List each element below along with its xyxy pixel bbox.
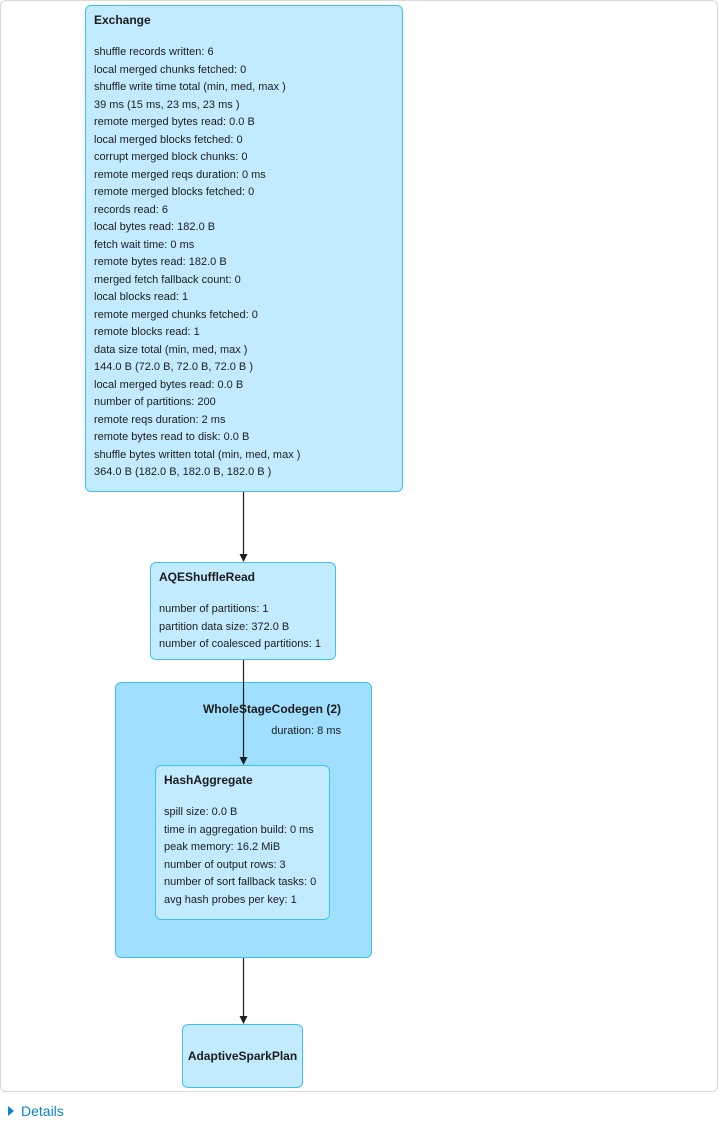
metric-line: local merged chunks fetched: 0 [94, 63, 247, 76]
metric-line: remote merged chunks fetched: 0 [94, 308, 258, 321]
metric-line: time in aggregation build: 0 ms [164, 823, 314, 836]
node-title-exchange: Exchange [94, 13, 151, 27]
metrics-list-hashaggregate: spill size: 0.0 B time in aggregation bui… [164, 804, 321, 909]
metric-line: avg hash probes per key: 1 [164, 893, 297, 906]
metric-line: records read: 6 [94, 203, 168, 216]
metric-line: number of partitions: 200 [94, 396, 216, 408]
metric-line: 364.0 B (182.0 B, 182.0 B, 182.0 B ) [94, 466, 272, 478]
details-label: Details [21, 1103, 64, 1119]
metrics-list-aqeshuffleread: number of partitions: 1 partition data si… [159, 601, 327, 654]
metric-line: 144.0 B (72.0 B, 72.0 B, 72.0 B ) [94, 361, 253, 373]
metric-line: remote bytes read to disk: 0.0 B [94, 431, 250, 443]
metric-line: merged fetch fallback count: 0 [94, 273, 241, 286]
cluster-title-wholestagecodegen: WholeStageCodegen (2) [202, 702, 341, 716]
metric-line: shuffle bytes written total (min, med, m… [94, 448, 301, 461]
node-title-aqeshuffleread: AQEShuffleRead [159, 570, 256, 584]
metric-line: local bytes read: 182.0 B [94, 221, 216, 233]
metric-line: 39 ms (15 ms, 23 ms, 23 ms ) [94, 98, 240, 111]
metric-line: data size total (min, med, max ) [94, 343, 248, 356]
metric-line: number of coalesced partitions: 1 [159, 638, 322, 650]
metric-line: corrupt merged block chunks: 0 [94, 151, 248, 163]
metric-line: number of partitions: 1 [159, 603, 269, 615]
node-title-hashaggregate: HashAggregate [164, 773, 253, 787]
plan-node-hashaggregate: HashAggregate spill size: 0.0 B time in a… [155, 765, 330, 920]
metric-line: fetch wait time: 0 ms [94, 238, 195, 251]
metric-line: spill size: 0.0 B [164, 806, 238, 818]
metric-line: remote bytes read: 182.0 B [94, 256, 227, 268]
details-toggle[interactable]: Details [8, 1103, 64, 1119]
metric-line: remote merged blocks fetched: 0 [94, 186, 255, 198]
plan-node-exchange: Exchange shuffle records written: 6 local… [85, 5, 403, 492]
metric-line: number of output rows: 3 [164, 858, 286, 871]
cluster-header: WholeStageCodegen (2) duration: 8 ms [116, 683, 371, 738]
metric-line: partition data size: 372.0 B [159, 620, 290, 633]
metric-line: number of sort fallback tasks: 0 [164, 876, 317, 888]
node-title-adaptivesparkplan: AdaptiveSparkPlan [187, 1048, 298, 1063]
metric-line: shuffle write time total (min, med, max … [94, 81, 286, 93]
metric-line: local merged bytes read: 0.0 B [94, 378, 244, 391]
metric-line: remote merged bytes read: 0.0 B [94, 116, 255, 128]
plan-node-adaptivesparkplan: AdaptiveSparkPlan [182, 1024, 303, 1088]
expand-arrow-icon [8, 1106, 14, 1116]
cluster-duration: duration: 8 ms [271, 725, 341, 737]
metrics-list-exchange: shuffle records written: 6 local merged c… [94, 44, 394, 482]
metric-line: peak memory: 16.2 MiB [164, 841, 281, 853]
metric-line: remote blocks read: 1 [94, 326, 200, 338]
metric-line: remote merged reqs duration: 0 ms [94, 168, 266, 181]
metric-line: local merged blocks fetched: 0 [94, 133, 243, 146]
plan-node-aqeshuffleread: AQEShuffleRead number of partitions: 1 pa… [150, 562, 336, 660]
metric-line: local blocks read: 1 [94, 291, 189, 303]
metric-line: shuffle records written: 6 [94, 46, 214, 58]
metric-line: remote reqs duration: 2 ms [94, 413, 226, 426]
